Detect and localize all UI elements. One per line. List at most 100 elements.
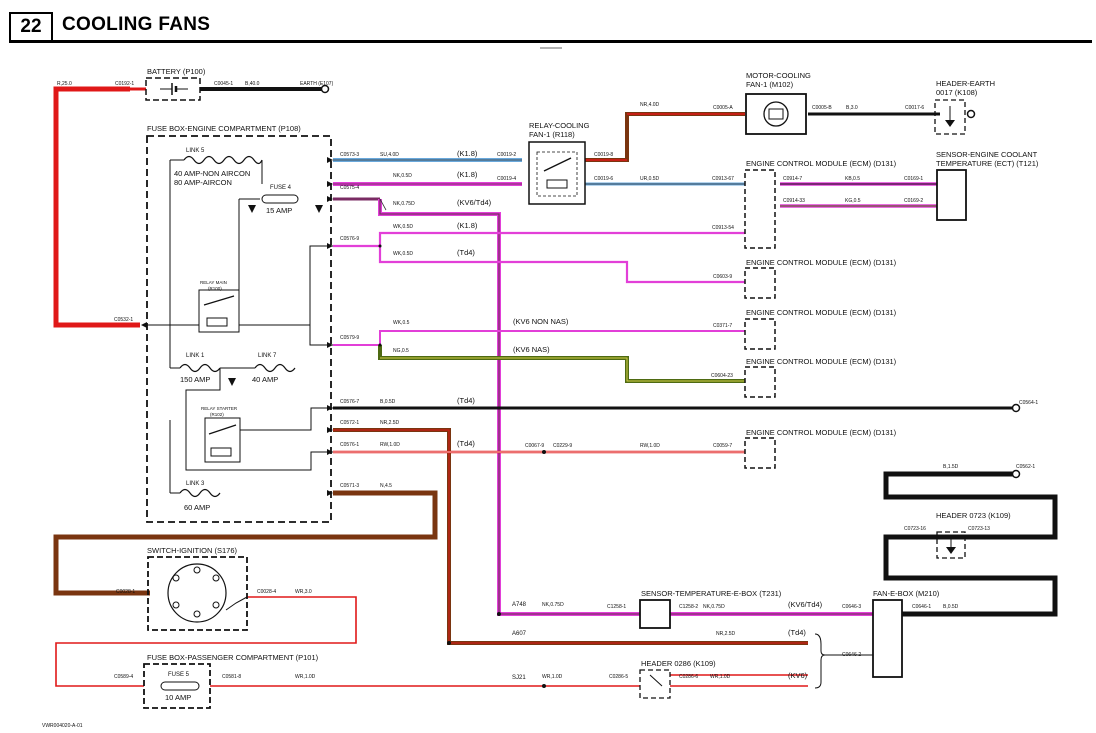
label-sensor-ect-2: TEMPERATURE (ECT) (T121)	[936, 159, 1039, 168]
ecm-box-5	[744, 437, 776, 469]
conn-c0192-1: C0192-1	[115, 81, 134, 87]
label-header-0286: HEADER 0286 (K109)	[641, 659, 716, 668]
label-ecm-3: ENGINE CONTROL MODULE (ECM) (D131)	[746, 308, 897, 317]
label-header-0723: HEADER 0723 (K109)	[936, 511, 1011, 520]
ecm-box-4	[744, 366, 776, 398]
label-ecm-5: ENGINE CONTROL MODULE (ECM) (D131)	[746, 428, 897, 437]
conn-c0913-54: C0913-54	[712, 225, 734, 231]
conn-c0603-9: C0603-9	[713, 274, 732, 280]
earth-e107	[320, 84, 330, 94]
label-fuse4: FUSE 4	[270, 185, 292, 191]
relay-main-contact	[203, 295, 235, 306]
conn-c0028-4: C0028-4	[257, 589, 276, 595]
wire-label-b40: B,40.0	[245, 81, 260, 87]
conn-c0371-7: C0371-7	[713, 323, 732, 329]
label-relay-main-2: (R100)	[208, 286, 222, 291]
wire-label-nr25: NR,2.5D	[380, 420, 400, 426]
conn-c0576-1: C0576-1	[340, 442, 359, 448]
ecm-box-1	[744, 169, 776, 249]
wire-label-ur05: UR,0.5D	[640, 176, 660, 182]
conn-c0646-2: C0646-2	[842, 652, 861, 658]
conn-c0019-4: C0019-4	[497, 176, 516, 182]
variant-td4d: (Td4)	[788, 628, 806, 637]
header-0723	[936, 531, 966, 559]
conn-c0005-a: C0005-A	[713, 105, 733, 111]
wire-nk075-core	[379, 199, 640, 615]
starter-out	[240, 407, 333, 431]
wire-label-wr10b: WR,1.0D	[542, 674, 563, 680]
wire-label-wr10: WR,1.0D	[295, 674, 316, 680]
label-link5-b: 80 AMP-AIRCON	[174, 178, 232, 187]
wire-wk05c	[333, 330, 745, 346]
label-relay-cooling-2: FAN-1 (R118)	[529, 130, 575, 139]
label-ecm-1: ENGINE CONTROL MODULE (ECM) (D131)	[746, 159, 897, 168]
variant-k18b: (K1.8)	[457, 170, 478, 179]
conn-c0045-1: C0045-1	[214, 81, 233, 87]
wire-label-r25: R,25.0	[57, 81, 72, 87]
wire-label-kb05: KB,0.5	[845, 176, 860, 182]
variant-td4c: (Td4)	[457, 439, 475, 448]
label-fuse5: FUSE 5	[168, 672, 190, 678]
conn-c0914-7: C0914-7	[783, 176, 802, 182]
switch-lever	[225, 596, 248, 611]
wire-label-nk05: NK,0.5D	[393, 173, 412, 179]
variant-td4a: (Td4)	[457, 248, 475, 257]
conn-c0005-b: C0005-B	[812, 105, 832, 111]
label-fuse-box-passenger: FUSE BOX-PASSENGER COMPARTMENT (P101)	[147, 653, 319, 662]
conn-c0572-1: C0572-1	[340, 420, 359, 426]
variant-kv6: (KV6)	[788, 671, 808, 680]
switch-contacts	[172, 566, 220, 618]
starter-feed	[185, 368, 333, 471]
conn-c0286-5: C0286-5	[609, 674, 628, 680]
label-link3-amp: 60 AMP	[184, 503, 210, 512]
earth-c0562	[1011, 469, 1021, 479]
motor-m	[768, 108, 784, 120]
label-sensor-ebox: SENSOR-TEMPERATURE-E-BOX (T231)	[641, 589, 782, 598]
fuse-box-engine	[146, 135, 332, 523]
conn-a748: A748	[512, 602, 527, 608]
switch-ignition	[147, 556, 248, 631]
conn-c0028-1: C0028-1	[116, 589, 135, 595]
label-link5: LINK 5	[186, 148, 205, 154]
fuse4-body	[261, 194, 299, 204]
label-link1-amp: 150 AMP	[180, 375, 210, 384]
link7-fuse	[254, 363, 296, 373]
splice-points	[378, 244, 546, 688]
wire-label-su40: SU,4.0D	[380, 152, 399, 158]
ecm-box-3	[744, 318, 776, 350]
label-motor-cooling: MOTOR-COOLING	[746, 71, 811, 80]
relay-starter-contact	[208, 424, 237, 435]
conn-c0573-3: C0573-3	[340, 152, 359, 158]
ground-arrow-link	[228, 378, 236, 386]
fan-ebox	[872, 599, 903, 678]
wire-wk05b	[378, 246, 745, 284]
label-battery: BATTERY (P100)	[147, 67, 206, 76]
conn-c0576-9: C0576-9	[340, 236, 359, 242]
variant-kv6td4b: (KV6/Td4)	[788, 600, 823, 609]
conn-c0723-13: C0723-13	[968, 526, 990, 532]
relay-starter-coil	[210, 447, 232, 457]
label-link5-a: 40 AMP-NON AIRCON	[174, 169, 250, 178]
relay-main-coil	[206, 317, 228, 327]
wire-wk05	[333, 231, 745, 248]
fuse-box-passenger	[143, 663, 211, 709]
conn-c0913-67: C0913-67	[712, 176, 734, 182]
label-link7: LINK 7	[258, 353, 277, 359]
wire-label-b30: B,3.0	[846, 105, 858, 111]
conn-c0169-2: C0169-2	[904, 198, 923, 204]
variant-td4b: (Td4)	[457, 396, 475, 405]
wire-label-wk05: WK,0.5D	[393, 224, 413, 230]
wire-label-wr30: WR,3.0	[295, 589, 312, 595]
conn-c0576-7: C0576-7	[340, 399, 359, 405]
conn-c0169-1: C0169-1	[904, 176, 923, 182]
fusebox-bus-2	[309, 325, 333, 346]
label-header-earth: HEADER-EARTH	[936, 79, 995, 88]
conn-c1258-1: C1258-1	[607, 604, 626, 610]
conn-c0019-8: C0019-8	[594, 152, 613, 158]
wire-nr25-core	[333, 429, 808, 644]
label-header-earth-2: 0017 (K108)	[936, 88, 978, 97]
label-fuse-box-engine: FUSE BOX-ENGINE COMPARTMENT (P108)	[147, 124, 301, 133]
wire-label-wk05c: WK,0.5	[393, 320, 410, 326]
label-sensor-ect: SENSOR-ENGINE COOLANT	[936, 150, 1038, 159]
